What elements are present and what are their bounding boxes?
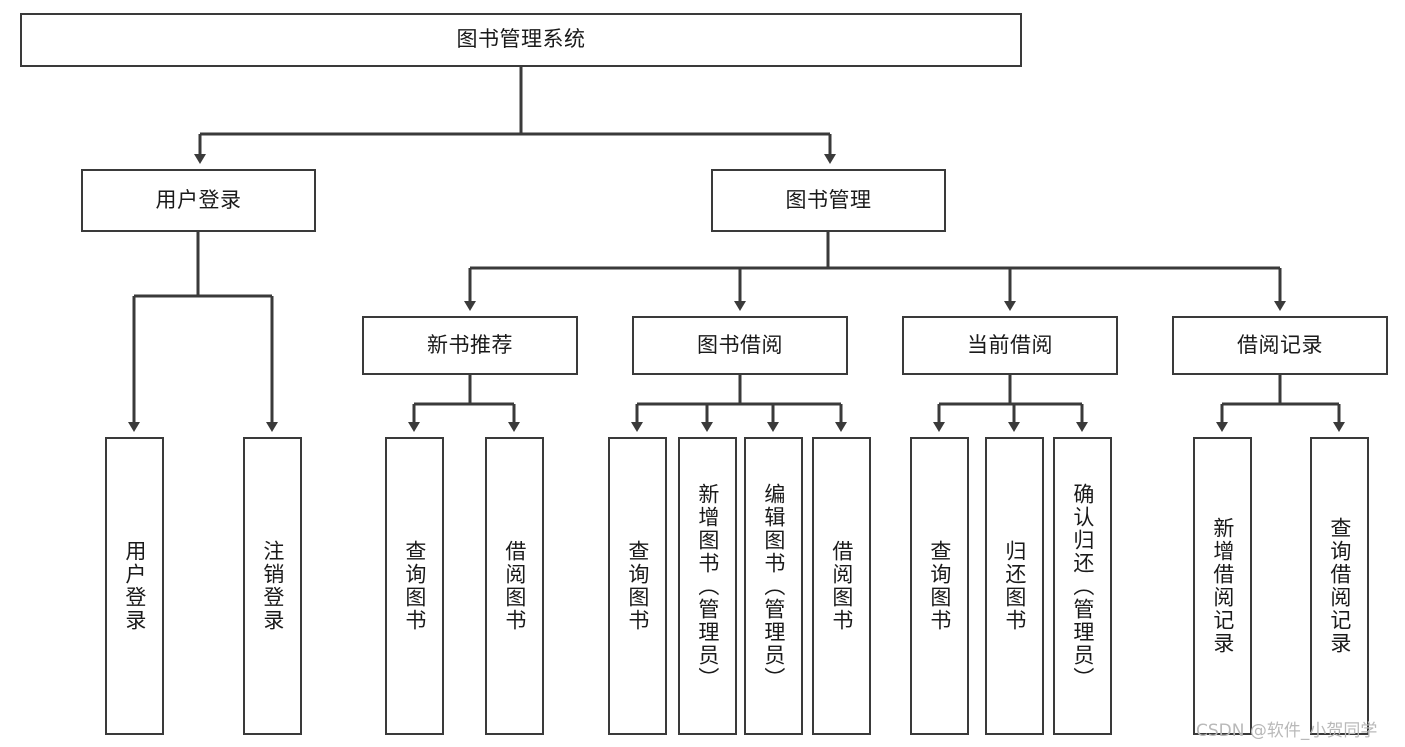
node-new-book-rec-label: 新书推荐 <box>427 332 513 357</box>
csdn-watermark: CSDN @软件_小贺同学 <box>1196 721 1378 741</box>
node-root-label: 图书管理系统 <box>456 27 586 52</box>
node-leaf-query-book-1[interactable]: 查询图书 <box>385 437 444 735</box>
node-book-borrow[interactable]: 图书借阅 <box>632 316 848 375</box>
node-book-manage[interactable]: 图书管理 <box>711 169 946 232</box>
node-leaf-return-book-label: 归还图书 <box>1002 540 1027 632</box>
node-leaf-logout-label: 注销登录 <box>260 540 285 632</box>
node-leaf-return-book[interactable]: 归还图书 <box>985 437 1044 735</box>
node-leaf-confirm-return-label: 确认归还（管理员） <box>1070 482 1095 690</box>
node-leaf-edit-book[interactable]: 编辑图书（管理员） <box>744 437 803 735</box>
node-leaf-add-book-label: 新增图书（管理员） <box>695 482 720 690</box>
node-leaf-user-login[interactable]: 用户登录 <box>105 437 164 735</box>
node-borrow-record[interactable]: 借阅记录 <box>1172 316 1388 375</box>
node-leaf-query-record[interactable]: 查询借阅记录 <box>1310 437 1369 735</box>
node-new-book-rec[interactable]: 新书推荐 <box>362 316 578 375</box>
node-leaf-query-book-3-label: 查询图书 <box>927 540 952 632</box>
node-leaf-query-record-label: 查询借阅记录 <box>1327 517 1352 655</box>
node-book-borrow-label: 图书借阅 <box>697 332 783 357</box>
node-leaf-confirm-return[interactable]: 确认归还（管理员） <box>1053 437 1112 735</box>
node-leaf-add-book[interactable]: 新增图书（管理员） <box>678 437 737 735</box>
node-user-login[interactable]: 用户登录 <box>81 169 316 232</box>
node-leaf-add-record-label: 新增借阅记录 <box>1210 517 1235 655</box>
node-leaf-query-book-3[interactable]: 查询图书 <box>910 437 969 735</box>
node-borrow-record-label: 借阅记录 <box>1237 332 1323 357</box>
node-current-borrow[interactable]: 当前借阅 <box>902 316 1118 375</box>
node-book-manage-label: 图书管理 <box>785 187 872 212</box>
node-leaf-query-book-2[interactable]: 查询图书 <box>608 437 667 735</box>
node-root[interactable]: 图书管理系统 <box>20 13 1022 67</box>
node-leaf-add-record[interactable]: 新增借阅记录 <box>1193 437 1252 735</box>
node-user-login-label: 用户登录 <box>155 187 242 212</box>
node-current-borrow-label: 当前借阅 <box>967 332 1053 357</box>
node-leaf-logout[interactable]: 注销登录 <box>243 437 302 735</box>
node-leaf-query-book-2-label: 查询图书 <box>625 540 650 632</box>
node-leaf-borrow-book-1[interactable]: 借阅图书 <box>485 437 544 735</box>
node-leaf-query-book-1-label: 查询图书 <box>402 540 427 632</box>
node-leaf-borrow-book-2-label: 借阅图书 <box>829 540 854 632</box>
node-leaf-borrow-book-2[interactable]: 借阅图书 <box>812 437 871 735</box>
node-leaf-user-login-label: 用户登录 <box>122 540 147 632</box>
node-leaf-edit-book-label: 编辑图书（管理员） <box>761 482 786 690</box>
node-leaf-borrow-book-1-label: 借阅图书 <box>502 540 527 632</box>
